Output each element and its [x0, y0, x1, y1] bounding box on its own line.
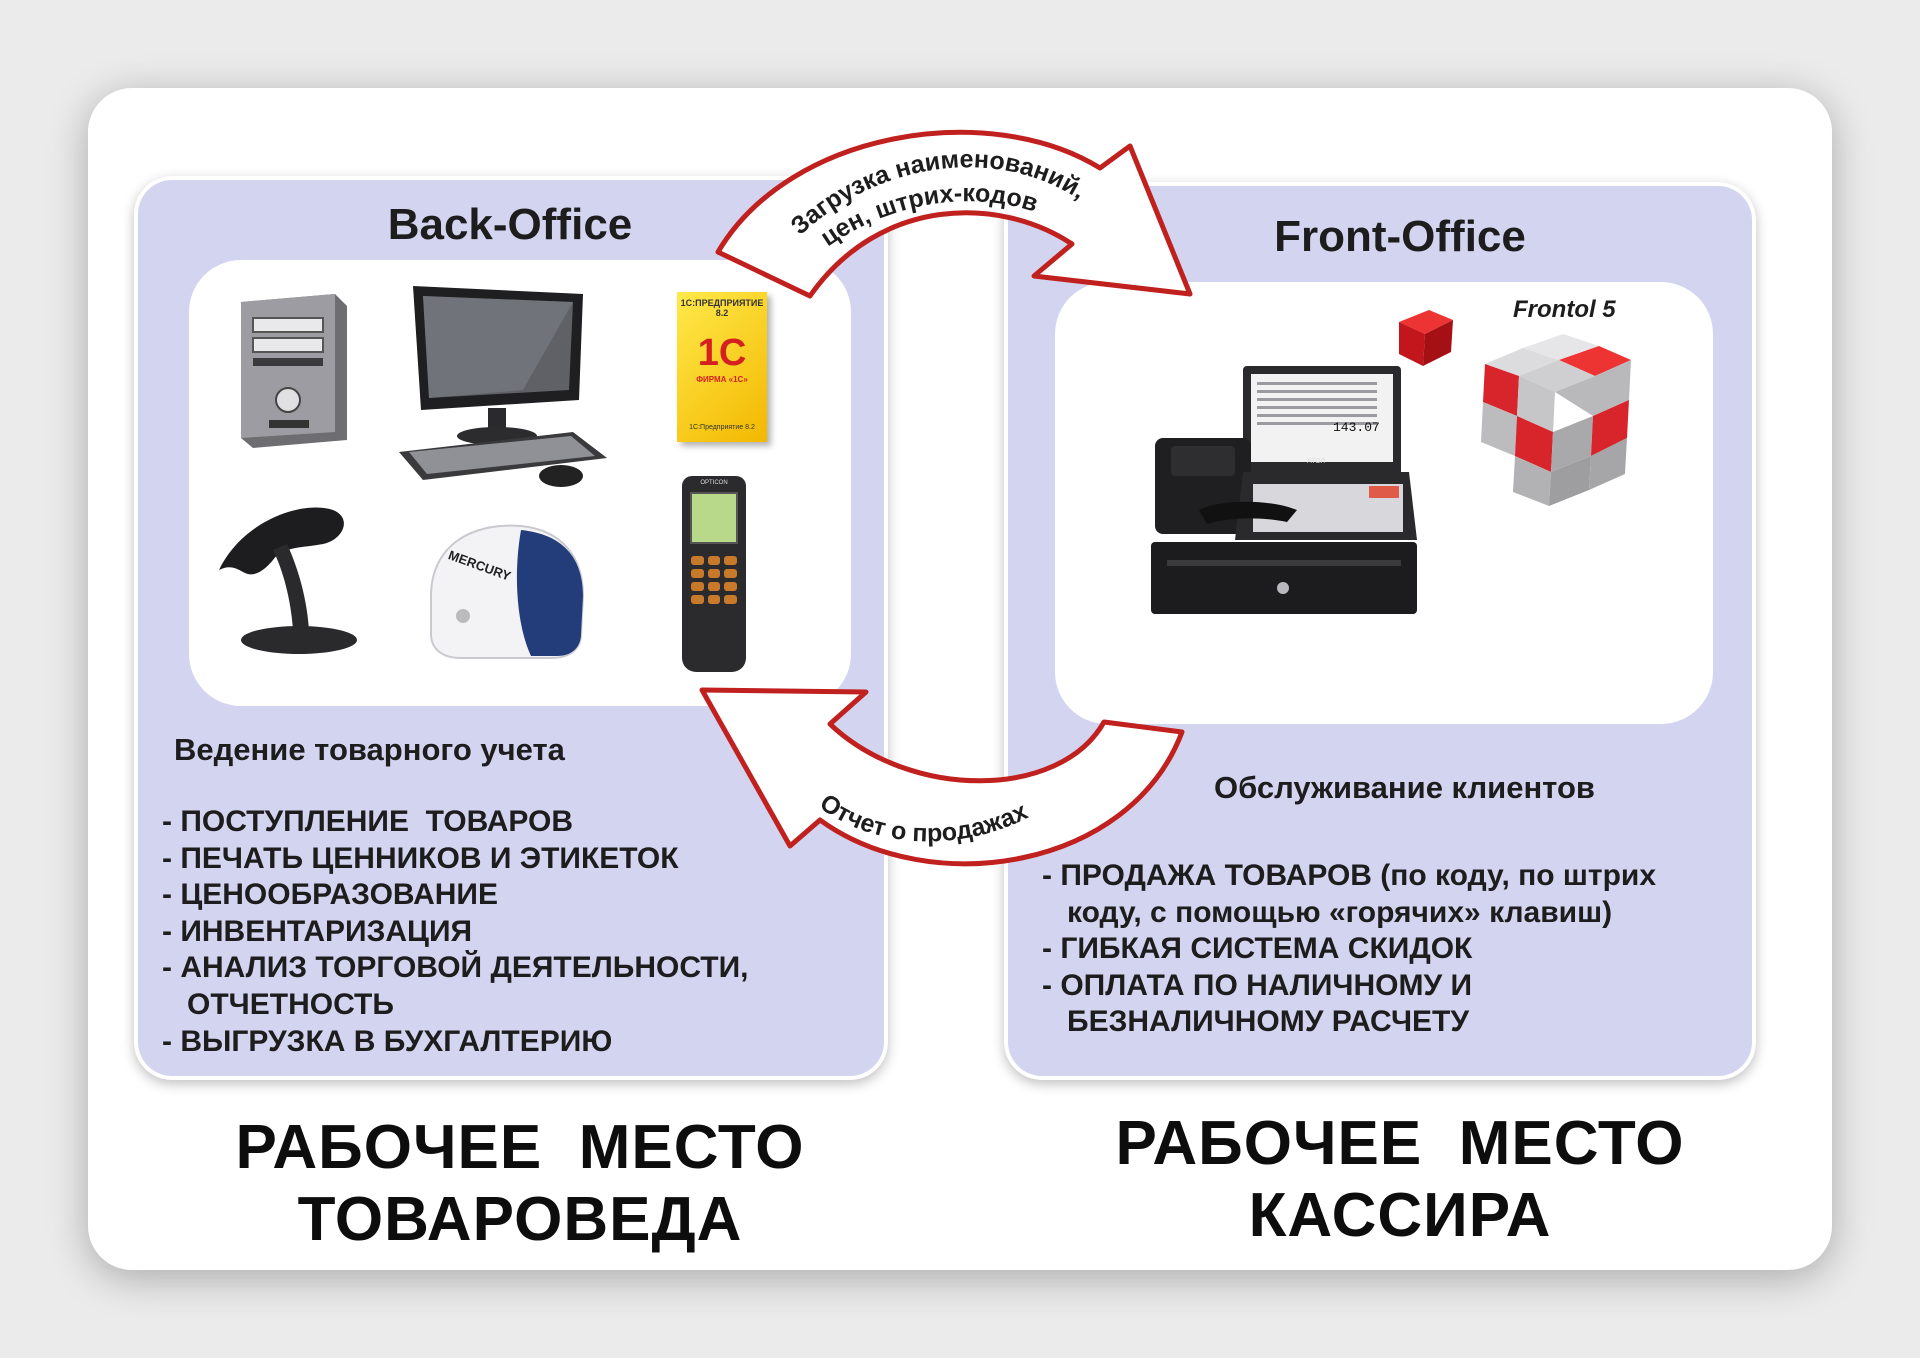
back-office-equipment-card: 1С:ПРЕДПРИЯТИЕ 8.2 1С ФИРМА «1С» 1С:Пред… — [189, 260, 851, 706]
1c-box-bottom: 1С:Предприятие 8.2 — [689, 424, 755, 431]
front-office-footer-line2: КАССИРА — [1248, 1181, 1552, 1250]
list-item: - ЦЕНООБРАЗОВАНИЕ — [162, 878, 498, 912]
sync-to-front-arrow — [715, 129, 1193, 299]
frontol-title: Frontol 5 — [1513, 296, 1616, 323]
back-office-footer-line1: РАБОЧЕЕ МЕСТО — [235, 1113, 805, 1182]
list-item: БЕЗНАЛИЧНОМУ РАСЧЕТУ — [1042, 1005, 1470, 1039]
front-office-title: Front-Office — [1274, 212, 1526, 261]
back-office-function-list: - ПОСТУПЛЕНИЕ ТОВАРОВ - ПЕЧАТЬ ЦЕННИКОВ … — [162, 804, 748, 1060]
list-item: коду, с помощью «горячих» клавиш) — [1042, 895, 1613, 929]
1c-software-box: 1С:ПРЕДПРИЯТИЕ 8.2 1С ФИРМА «1С» 1С:Пред… — [677, 292, 767, 442]
list-item: - ВЫГРУЗКА В БУХГАЛТЕРИЮ — [162, 1024, 613, 1058]
list-item: - ГИБКАЯ СИСТЕМА СКИДОК — [1042, 932, 1473, 966]
frontol-cube-logo: Frontol 5 — [1399, 288, 1651, 522]
front-office-equipment-card: 143.07 АТОЛ Frontol 5 — [1055, 282, 1713, 724]
1c-box-title: 1С:ПРЕДПРИЯТИЕ 8.2 — [680, 298, 764, 318]
desktop-monitor-icon — [399, 286, 607, 487]
1c-firm-label: ФИРМА «1С» — [696, 375, 748, 384]
back-office-subtitle: Ведение товарного учета — [174, 732, 565, 767]
data-terminal-icon: OPTICON — [682, 476, 746, 672]
label-printer-icon: MERCURY — [421, 516, 591, 666]
list-item: - ПРОДАЖА ТОВАРОВ (по коду, по штрих — [1042, 859, 1657, 892]
front-office-footer: РАБОЧЕЕ МЕСТО КАССИРА — [1040, 1108, 1760, 1252]
list-item: - ПЕЧАТЬ ЦЕННИКОВ И ЭТИКЕТОК — [162, 841, 679, 875]
list-item: - ОПЛАТА ПО НАЛИЧНОМУ И — [1042, 968, 1473, 1002]
list-item: - АНАЛИЗ ТОРГОВОЙ ДЕЯТЕЛЬНОСТИ, — [162, 951, 749, 985]
front-office-footer-line1: РАБОЧЕЕ МЕСТО — [1115, 1109, 1685, 1178]
front-office-function-list: - ПРОДАЖА ТОВАРОВ (по коду, по штрих код… — [1042, 858, 1656, 1041]
pc-tower-icon — [241, 294, 347, 448]
1c-logo: 1С — [697, 332, 747, 374]
report-to-back-arrow — [699, 687, 1185, 867]
front-office-subtitle: Обслуживание клиентов — [1214, 770, 1595, 805]
barcode-scanner-icon — [219, 507, 357, 654]
pos-terminal-icon: 143.07 АТОЛ — [1147, 360, 1467, 616]
back-office-footer-line2: ТОВАРОВЕДА — [297, 1185, 743, 1254]
list-item: ОТЧЕТНОСТЬ — [162, 987, 394, 1021]
pos-total-display: 143.07 — [1333, 420, 1380, 435]
list-item: - ИНВЕНТАРИЗАЦИЯ — [162, 914, 473, 948]
pos-brand: АТОЛ — [1307, 458, 1326, 465]
terminal-brand: OPTICON — [700, 480, 728, 486]
list-item: - ПОСТУПЛЕНИЕ ТОВАРОВ — [162, 805, 574, 838]
back-office-title: Back-Office — [387, 200, 633, 249]
back-office-footer: РАБОЧЕЕ МЕСТО ТОВАРОВЕДА — [160, 1112, 880, 1256]
